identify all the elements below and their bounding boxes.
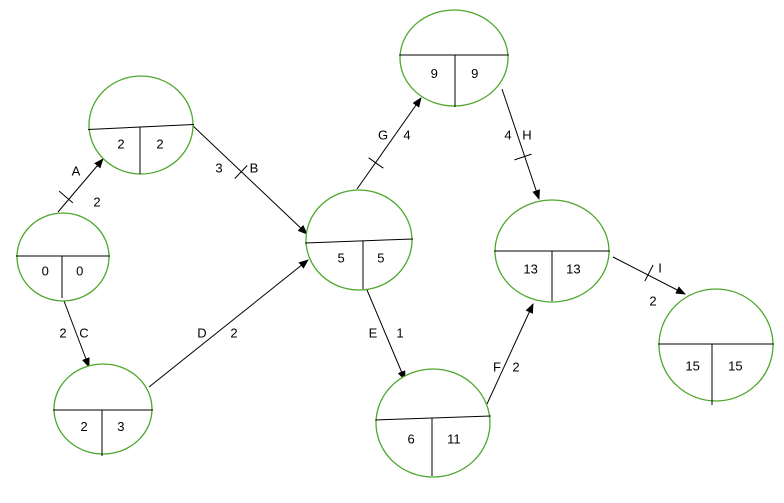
- activity-name-d: D: [197, 325, 206, 340]
- node-early-time: 2: [117, 136, 124, 151]
- activity-duration-e: 1: [396, 325, 403, 340]
- node-separator: [88, 124, 194, 130]
- critical-tick-i: [644, 264, 654, 282]
- activity-name-h: H: [522, 127, 531, 142]
- node-circle: [305, 189, 413, 291]
- activity-name-f: F: [493, 359, 501, 374]
- node-late-time: 3: [117, 419, 124, 434]
- activity-name-e: E: [369, 325, 378, 340]
- arrow-g: [356, 97, 422, 190]
- activity-duration-d: 2: [230, 325, 237, 340]
- activity-duration-i: 2: [649, 293, 656, 308]
- node-late-time: 0: [76, 263, 83, 278]
- node-separator: [304, 238, 414, 244]
- node-circle: [399, 9, 509, 107]
- node-late-time: 11: [447, 431, 461, 446]
- arrow-i: [612, 256, 686, 295]
- critical-tick-b: [234, 165, 248, 179]
- activity-edge-i: I2: [612, 256, 686, 308]
- node-separator: [375, 415, 491, 421]
- arrow-e: [366, 289, 406, 381]
- activity-duration-c: 2: [59, 325, 66, 340]
- arrow-a: [57, 158, 104, 213]
- activity-edge-a: A2: [57, 158, 104, 213]
- node-early-time: 9: [431, 66, 438, 81]
- node-late-time: 2: [156, 136, 163, 151]
- node-early-time: 2: [81, 419, 88, 434]
- node-circle: [53, 363, 153, 455]
- node-late-time: 5: [377, 251, 384, 266]
- arrow-h: [501, 88, 540, 200]
- arrow-d: [148, 259, 309, 388]
- critical-tick-g: [368, 157, 384, 169]
- event-node-n7: 13 13: [494, 199, 610, 303]
- activity-edge-h: H4: [501, 88, 540, 200]
- node-early-time: 15: [685, 359, 699, 374]
- node-circle: [375, 368, 491, 478]
- activity-edge-b: B3: [190, 123, 308, 235]
- node-late-time: 13: [566, 261, 580, 276]
- activity-duration-h: 4: [504, 127, 511, 142]
- node-circle: [16, 212, 110, 302]
- arrow-b: [190, 123, 308, 235]
- activity-edge-c: C2: [59, 300, 90, 368]
- node-late-time: 15: [728, 359, 742, 374]
- arrow-c: [63, 300, 90, 368]
- activity-name-c: C: [79, 325, 88, 340]
- activity-duration-a: 2: [93, 194, 100, 209]
- activity-name-b: B: [250, 160, 259, 175]
- critical-tick-a: [58, 190, 74, 204]
- event-node-n6: 6 11: [375, 368, 491, 478]
- node-early-time: 6: [408, 431, 415, 446]
- activity-name-i: I: [658, 260, 662, 275]
- activity-duration-g: 4: [403, 127, 410, 142]
- activity-duration-b: 3: [215, 160, 222, 175]
- activity-name-g: G: [378, 127, 388, 142]
- critical-tick-h: [514, 153, 532, 161]
- node-early-time: 5: [338, 251, 345, 266]
- arrow-f: [486, 303, 534, 405]
- node-late-time: 9: [471, 66, 478, 81]
- node-early-time: 0: [42, 263, 49, 278]
- activity-name-a: A: [72, 163, 81, 178]
- activity-duration-f: 2: [512, 359, 519, 374]
- node-circle: [658, 288, 774, 402]
- node-early-time: 13: [523, 261, 537, 276]
